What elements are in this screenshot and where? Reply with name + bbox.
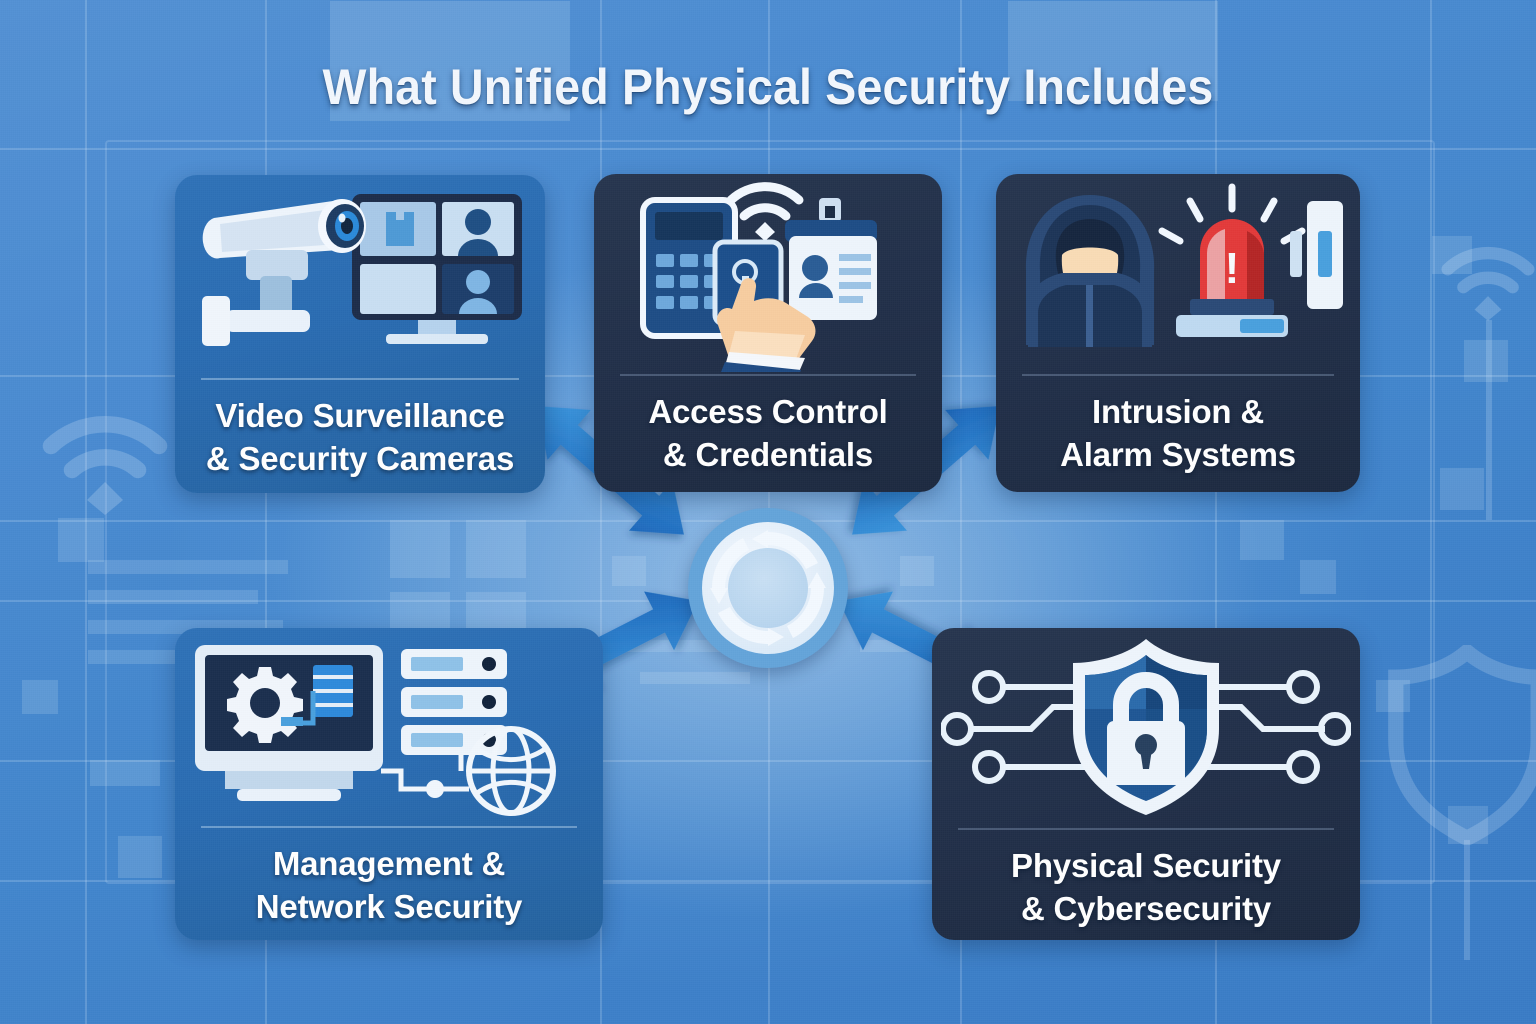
globe-network-icon <box>466 726 556 816</box>
card-access-control-line1: Access Control <box>648 393 888 430</box>
blueprint-line <box>85 0 87 1024</box>
network-link-lines <box>381 755 469 792</box>
card-management-network-line2: Network Security <box>255 887 523 925</box>
card-physical-cybersecurity-line1: Physical Security <box>1011 847 1281 884</box>
blueprint-line <box>0 148 1536 150</box>
hooded-intruder-icon <box>1025 195 1155 347</box>
access-control-icon-group <box>640 182 877 372</box>
card-access-control-line2: & Credentials <box>662 435 874 473</box>
blueprint-block <box>900 556 934 586</box>
blueprint-block <box>58 518 104 562</box>
card-access-control-artwork <box>594 174 942 374</box>
blueprint-block <box>22 680 58 714</box>
shield-lock-icon <box>1073 639 1219 815</box>
blueprint-stripe <box>640 672 750 684</box>
security-camera-icon <box>202 198 366 346</box>
shield-watermark-stem <box>1464 840 1470 960</box>
card-management-network-label: Management & Network Security <box>185 843 593 929</box>
id-badge-icon <box>785 198 877 320</box>
wifi-watermark-left-icon <box>42 416 168 515</box>
card-video-surveillance[interactable]: Video Surveillance & Security Cameras <box>175 175 545 493</box>
blueprint-block <box>390 520 450 578</box>
door-sensor-icon <box>1290 201 1343 309</box>
database-icon <box>313 665 353 717</box>
card-management-network[interactable]: Management & Network Security <box>175 628 603 940</box>
circuit-nodes <box>941 670 1351 784</box>
card-intrusion-alarm-label: Intrusion & Alarm Systems <box>1006 391 1350 477</box>
page-title: What Unified Physical Security Includes <box>322 59 1214 115</box>
card-intrusion-alarm[interactable]: ! Intrusion & Alarm Systems <box>996 174 1360 492</box>
card-access-control-label: Access Control & Credentials <box>604 391 932 477</box>
physical-cybersecurity-icon-group <box>941 639 1351 815</box>
card-physical-cybersecurity-divider <box>958 828 1334 830</box>
card-physical-cybersecurity-artwork <box>932 628 1360 824</box>
card-intrusion-alarm-artwork: ! <box>996 174 1360 374</box>
blueprint-line <box>1430 0 1432 1024</box>
card-physical-cybersecurity-line2: & Cybersecurity <box>1020 889 1272 927</box>
blueprint-block <box>118 836 162 878</box>
unified-security-cycle-hub[interactable] <box>688 508 848 668</box>
card-management-network-line1: Management & <box>272 845 506 882</box>
blueprint-block <box>466 520 526 578</box>
wifi-icon <box>726 182 804 241</box>
card-intrusion-alarm-line1: Intrusion & <box>1092 393 1264 430</box>
card-management-network-divider <box>201 826 577 828</box>
blueprint-block <box>1440 468 1484 510</box>
shield-watermark-right-icon <box>1388 645 1536 845</box>
card-intrusion-alarm-line2: Alarm Systems <box>1060 435 1296 473</box>
card-physical-cybersecurity-label: Physical Security & Cybersecurity <box>942 845 1350 931</box>
card-video-surveillance-divider <box>201 378 519 380</box>
card-management-network-artwork <box>175 628 603 824</box>
blueprint-block <box>1240 520 1284 560</box>
server-rack-icon <box>401 649 507 755</box>
monitor-grid-icon <box>352 193 522 344</box>
svg-text:!: ! <box>1225 244 1240 293</box>
card-video-surveillance-line2: & Security Cameras <box>205 439 515 477</box>
card-physical-cybersecurity[interactable]: Physical Security & Cybersecurity <box>932 628 1360 940</box>
card-intrusion-alarm-divider <box>1022 374 1334 376</box>
hand-tap-icon <box>717 278 816 372</box>
card-video-surveillance-line1: Video Surveillance <box>215 397 505 434</box>
circular-arrows-cycle-icon <box>710 530 826 646</box>
card-access-control[interactable]: Access Control & Credentials <box>594 174 942 492</box>
card-access-control-divider <box>620 374 916 376</box>
monitor-gear-icon <box>195 645 383 801</box>
blueprint-stripe <box>88 560 288 574</box>
hub-core-disc <box>728 548 808 628</box>
card-video-surveillance-artwork <box>175 175 545 375</box>
blueprint-block <box>1464 340 1508 382</box>
blueprint-block <box>1432 236 1472 274</box>
blueprint-block <box>1300 560 1336 594</box>
video-surveillance-icon-group <box>202 193 522 346</box>
intrusion-alarm-icon-group: ! <box>1025 183 1343 347</box>
card-video-surveillance-label: Video Surveillance & Security Cameras <box>185 395 535 481</box>
alarm-siren-icon: ! <box>1176 219 1288 337</box>
management-network-icon-group <box>195 645 556 816</box>
blueprint-block <box>1448 806 1488 844</box>
wifi-watermark-right-icon <box>1441 246 1535 321</box>
blueprint-block <box>612 556 646 586</box>
blueprint-block <box>90 760 160 786</box>
blueprint-stripe <box>88 590 258 604</box>
wifi-watermark-stem <box>1486 320 1492 520</box>
blueprint-block <box>1376 680 1410 712</box>
